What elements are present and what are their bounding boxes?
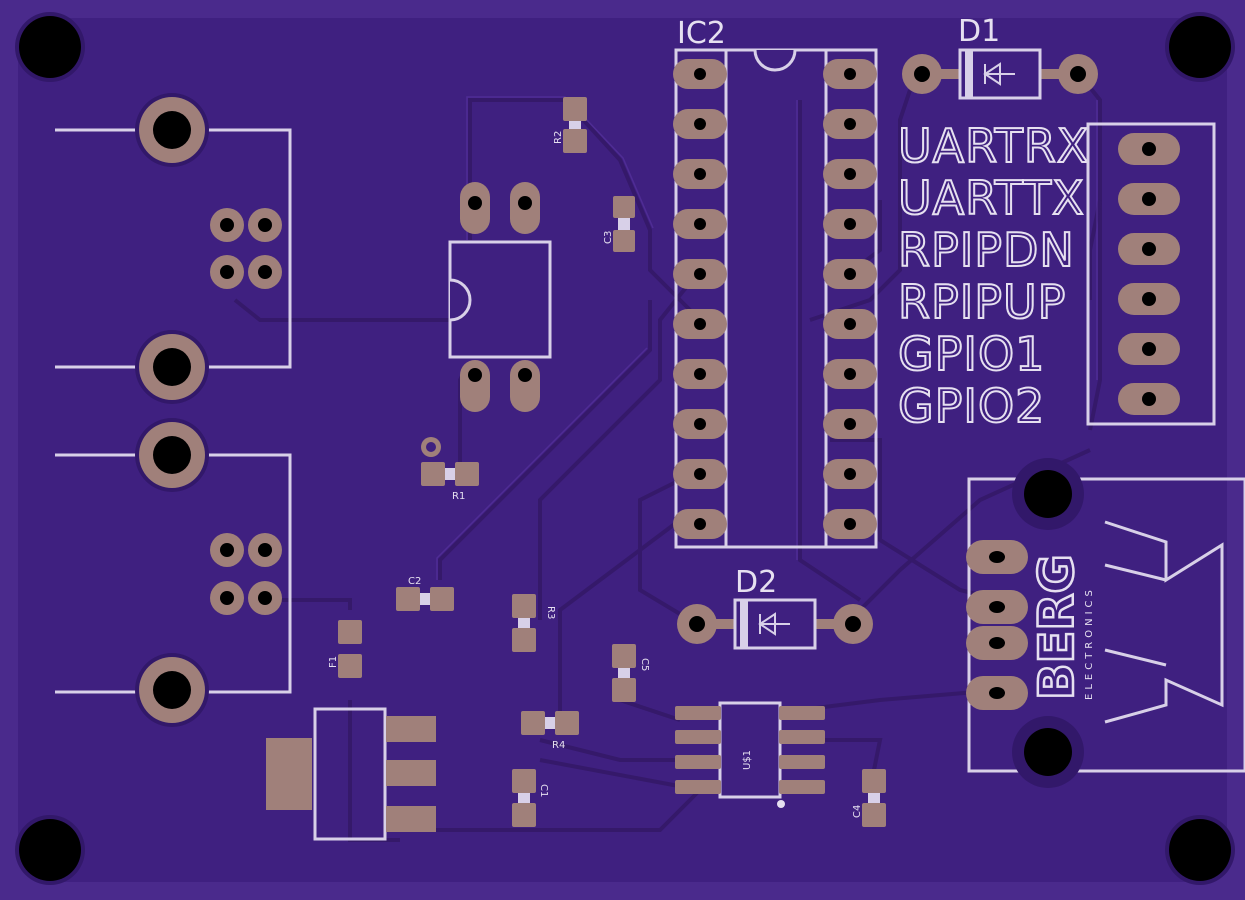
- pin-label-gpio1: GPIO1: [898, 327, 1045, 381]
- optocoupler: [448, 182, 552, 412]
- berg-logo: BERG: [1029, 554, 1085, 700]
- connector-bottom-left: [55, 418, 292, 727]
- r2-label: R2: [553, 131, 564, 144]
- r1-label: R1: [452, 491, 465, 502]
- ic2-label: IC2: [677, 16, 726, 51]
- d2-label: D2: [735, 565, 777, 600]
- r3-label: R3: [545, 606, 556, 619]
- ic2-chip: IC2: [673, 16, 878, 549]
- board-inner: [18, 18, 1227, 882]
- berg-logo-sub: ELECTRONICS: [1084, 586, 1095, 700]
- mounting-holes: [15, 12, 1235, 885]
- c1-label: C1: [538, 784, 549, 797]
- diode-d2: D2: [677, 565, 873, 650]
- voltage-regulator: [266, 707, 436, 841]
- u1-label: U$1: [742, 750, 753, 770]
- usb-connector: BERG ELECTRONICS: [966, 458, 1245, 788]
- pin-label-uartrx: UARTRX: [898, 119, 1089, 173]
- u1-chip: [675, 701, 825, 808]
- pin-label-rpipdn: RPIPDN: [898, 223, 1075, 277]
- ref-labels: R2 C3 R1 C2 R3 C5 F1 R4 C1 C4 U$1: [328, 131, 863, 818]
- c4-label: C4: [852, 805, 863, 818]
- pin-label-uarttx: UARTTX: [898, 171, 1085, 225]
- pin-header: [1086, 122, 1216, 426]
- c5-label: C5: [639, 658, 650, 671]
- header-labels: UARTRX UARTTX RPIPDN RPIPUP GPIO1 GPIO2: [897, 118, 1089, 434]
- diode-d1: D1: [902, 14, 1098, 100]
- r4-label: R4: [552, 740, 565, 751]
- f1-label: F1: [328, 656, 339, 668]
- pin-label-rpipup: RPIPUP: [898, 275, 1066, 329]
- connector-top-left: [55, 93, 292, 404]
- smd-components: [338, 97, 886, 827]
- pin-label-gpio2: GPIO2: [898, 379, 1045, 433]
- d1-label: D1: [958, 14, 1000, 49]
- c3-label: C3: [603, 231, 614, 244]
- c2-label: C2: [408, 576, 421, 587]
